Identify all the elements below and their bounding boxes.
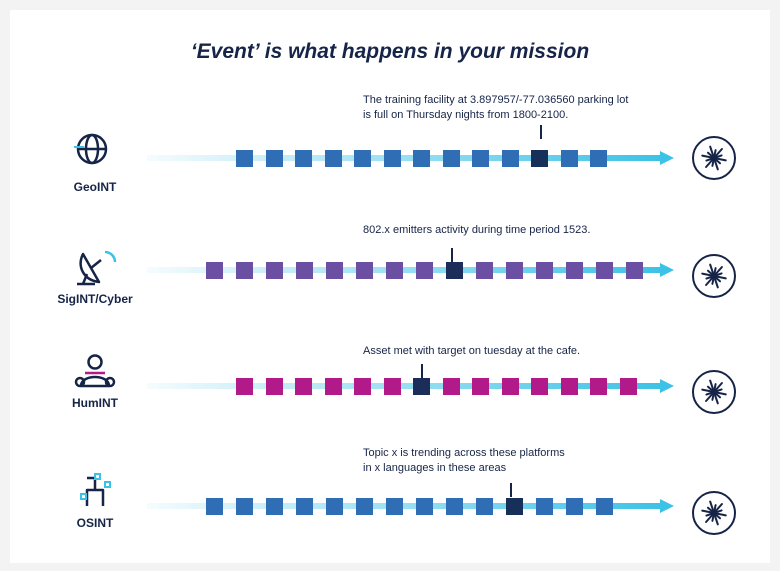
satellite-dish-icon: [77, 250, 117, 286]
burst-icon: [692, 136, 736, 180]
timeline-arrowhead: [660, 379, 674, 393]
globe-icon: [74, 133, 108, 165]
burst-icon: [692, 254, 736, 298]
row-humint: HumINT Asset met with target on tuesday …: [0, 344, 780, 454]
row-label: HumINT: [72, 396, 118, 410]
timeline-track: [147, 503, 662, 509]
event-square: [206, 262, 223, 279]
event-square: [326, 498, 343, 515]
event-square: [266, 150, 283, 167]
timeline-track: [147, 155, 662, 161]
event-square: [536, 498, 553, 515]
event-square: [416, 498, 433, 515]
event-square: [354, 378, 371, 395]
event-square: [561, 150, 578, 167]
event-marker: [421, 364, 423, 378]
event-square: [561, 378, 578, 395]
timeline-track: [147, 267, 662, 273]
event-square: [531, 378, 548, 395]
event-square: [590, 378, 607, 395]
event-square: [295, 150, 312, 167]
event-square-highlighted: [446, 262, 463, 279]
event-square: [295, 378, 312, 395]
diagram-title: ‘Event’ is what happens in your mission: [190, 40, 590, 63]
timeline-arrowhead: [660, 499, 674, 513]
event-square: [472, 150, 489, 167]
event-square: [566, 498, 583, 515]
timeline-arrowhead: [660, 263, 674, 277]
event-square: [502, 378, 519, 395]
network-icon: [80, 473, 111, 506]
event-note: Asset met with target on tuesday at the …: [363, 345, 581, 357]
event-note: 802.x emitters activity during time peri…: [363, 224, 591, 236]
event-square: [296, 498, 313, 515]
event-square: [326, 262, 343, 279]
row-geoint: GeoINT The training facility at 3.897957…: [0, 94, 780, 220]
event-square: [384, 150, 401, 167]
event-square: [626, 262, 643, 279]
event-square: [386, 498, 403, 515]
person-icon: [74, 354, 116, 388]
event-square-highlighted: [531, 150, 548, 167]
event-square: [266, 262, 283, 279]
event-square: [596, 498, 613, 515]
event-square: [356, 498, 373, 515]
event-marker: [451, 248, 453, 262]
event-note: The training facility at 3.897957/-77.03…: [363, 94, 629, 121]
row-label: SigINT/Cyber: [57, 292, 133, 306]
event-square: [476, 498, 493, 515]
event-square: [266, 498, 283, 515]
event-square: [266, 378, 283, 395]
event-marker: [540, 125, 542, 139]
event-square: [506, 262, 523, 279]
event-square: [620, 378, 637, 395]
row-label: GeoINT: [73, 180, 117, 194]
event-square: [236, 262, 253, 279]
event-square: [325, 150, 342, 167]
event-square: [476, 262, 493, 279]
event-square: [443, 378, 460, 395]
event-square: [443, 150, 460, 167]
event-note: Topic x is trending across these platfor…: [363, 447, 565, 474]
row-osint: OSINT Topic x is trending across these p…: [0, 447, 780, 570]
row-sigint-cyber: SigINT/Cyber 802.x emitters activity dur…: [0, 224, 780, 338]
timeline-track: [147, 383, 662, 389]
event-square: [566, 262, 583, 279]
event-square: [384, 378, 401, 395]
event-square: [416, 262, 433, 279]
event-marker: [510, 483, 512, 497]
event-square: [296, 262, 313, 279]
event-square: [413, 150, 430, 167]
diagram-card: [10, 10, 770, 563]
event-square: [446, 498, 463, 515]
timeline-arrowhead: [660, 151, 674, 165]
event-square: [206, 498, 223, 515]
event-square-highlighted: [413, 378, 430, 395]
event-square: [354, 150, 371, 167]
event-square: [472, 378, 489, 395]
event-square-highlighted: [506, 498, 523, 515]
event-square: [236, 498, 253, 515]
event-square: [236, 150, 253, 167]
event-square: [596, 262, 613, 279]
burst-icon: [692, 370, 736, 414]
row-label: OSINT: [76, 516, 114, 530]
event-square: [502, 150, 519, 167]
event-square: [325, 378, 342, 395]
event-square: [356, 262, 373, 279]
event-square: [236, 378, 253, 395]
burst-icon: [692, 491, 736, 535]
event-square: [386, 262, 403, 279]
event-square: [590, 150, 607, 167]
event-square: [536, 262, 553, 279]
